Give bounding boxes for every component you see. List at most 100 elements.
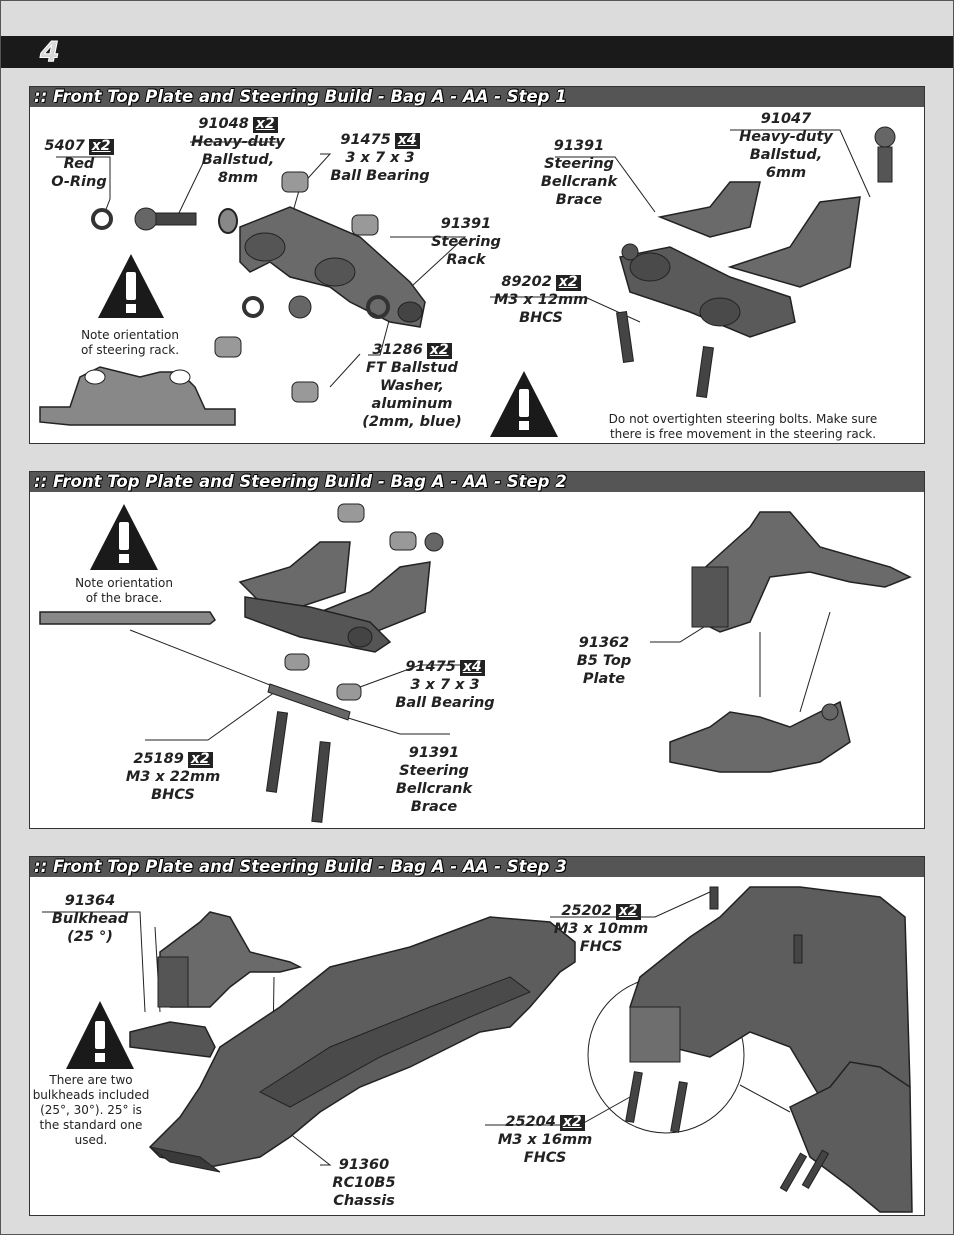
- part-desc: FT Ballstud: [366, 360, 458, 376]
- quantity-badge: x4: [459, 660, 485, 676]
- part-desc: Ball Bearing: [395, 695, 495, 711]
- bearing-part: [389, 531, 417, 551]
- part-desc: O-Ring: [51, 174, 107, 190]
- screw-part: [709, 886, 719, 910]
- quantity-badge: x2: [187, 752, 213, 768]
- note-rack-orientation: Note orientation of steering rack.: [80, 328, 180, 357]
- part-label-91391-rack: 91391 Steering Rack: [426, 215, 506, 269]
- part-number: 91475: [405, 659, 456, 675]
- bearing-part: [284, 653, 310, 671]
- part-desc: Ballstud,: [749, 147, 823, 163]
- part-number: 91475: [340, 132, 391, 148]
- part-label-91391-brace: 91391 Steering Bellcrank Brace: [534, 137, 624, 209]
- screw-part: [625, 1071, 643, 1123]
- quantity-badge: x2: [559, 1115, 585, 1131]
- washer-part: [242, 296, 264, 318]
- screw-part: [793, 934, 803, 964]
- part-desc: Steering: [431, 234, 501, 250]
- part-number: 91391: [408, 745, 460, 761]
- step-1-header: [30, 87, 924, 107]
- warning-icon: [98, 254, 164, 318]
- part-desc: Chassis: [333, 1193, 395, 1209]
- part-desc: aluminum: [371, 396, 453, 412]
- step-2-diagram: [39, 503, 912, 823]
- part-desc: Bellcrank: [395, 781, 473, 797]
- quantity-badge: x2: [555, 275, 581, 291]
- part-desc: Steering: [399, 763, 469, 779]
- bearing-part: [214, 336, 242, 358]
- step-1-diagram: [39, 126, 896, 426]
- quantity-badge: x2: [88, 139, 114, 155]
- part-desc: Washer,: [379, 378, 445, 394]
- part-desc: RC10B5: [332, 1175, 396, 1191]
- bellcrank-assembly-part: [616, 126, 896, 399]
- screw-part: [265, 711, 289, 793]
- part-number: 91047: [760, 111, 812, 127]
- part-desc: Plate: [582, 671, 626, 687]
- part-number: 31286: [372, 342, 423, 358]
- bearing-part: [351, 214, 379, 236]
- screw-part: [779, 1152, 808, 1193]
- note-bulkheads: There are two bulkheads included (25°, 3…: [32, 1073, 150, 1147]
- step-2-title: :: Front Top Plate and Steering Build - …: [34, 472, 567, 491]
- part-desc: 6mm: [765, 165, 807, 181]
- rack-orientation-view: [39, 366, 236, 426]
- part-desc: FHCS: [579, 939, 623, 955]
- part-desc: 3 x 7 x 3: [410, 677, 480, 693]
- bearing-part: [291, 381, 319, 403]
- part-desc: Ballstud,: [201, 152, 275, 168]
- step-3-diagram: [42, 886, 913, 1213]
- ballstud-8mm-part: [134, 207, 197, 231]
- step-3-header: [30, 857, 924, 877]
- bearing-part: [281, 171, 309, 193]
- screw-part: [670, 1081, 688, 1133]
- part-desc: 8mm: [217, 170, 259, 186]
- part-desc: (25 °): [67, 929, 113, 945]
- part-desc: Rack: [446, 252, 486, 268]
- part-label-91391-brace: 91391 Steering Bellcrank Brace: [390, 744, 478, 816]
- part-desc: M3 x 16mm: [497, 1132, 593, 1148]
- screw-part: [311, 741, 331, 823]
- part-desc: Heavy-duty: [191, 134, 285, 150]
- part-desc: M3 x 10mm: [553, 921, 649, 937]
- steering-brace-part: [267, 683, 351, 721]
- step-3-panel: :: Front Top Plate and Steering Build - …: [29, 856, 925, 1216]
- part-number: 91360: [338, 1157, 390, 1173]
- part-desc: (2mm, blue): [362, 414, 462, 430]
- step-2-header: [30, 472, 924, 492]
- screw-part: [801, 1149, 830, 1190]
- part-number: 91362: [578, 635, 630, 651]
- part-number: 5407: [44, 138, 85, 154]
- top-plate-part: [699, 511, 912, 633]
- brace-orientation-view: [39, 611, 216, 625]
- part-desc: BHCS: [151, 787, 195, 803]
- part-number: 91391: [553, 138, 605, 154]
- part-desc: Brace: [410, 799, 458, 815]
- step-1-panel: :: Front Top Plate and Steering Build - …: [29, 86, 925, 444]
- note-brace-orientation: Note orientation of the brace.: [75, 576, 173, 605]
- bearing-part: [336, 683, 362, 701]
- warning-icon: [490, 371, 558, 437]
- part-desc: Steering: [544, 156, 614, 172]
- note-overtighten: Do not overtighten steering bolts. Make …: [608, 412, 878, 441]
- part-desc: Brace: [555, 192, 603, 208]
- part-desc: FHCS: [523, 1150, 567, 1166]
- quantity-badge: x2: [426, 343, 452, 359]
- o-ring-part: [91, 208, 113, 230]
- step-2-panel: :: Front Top Plate and Steering Build - …: [29, 471, 925, 829]
- part-number: 25189: [133, 751, 184, 767]
- part-number: 91364: [64, 893, 116, 909]
- part-desc: Red: [63, 156, 95, 172]
- quantity-badge: x2: [615, 904, 641, 920]
- step-1-title: :: Front Top Plate and Steering Build - …: [34, 87, 567, 106]
- part-desc: Bellcrank: [540, 174, 618, 190]
- part-desc: M3 x 12mm: [493, 292, 589, 308]
- part-desc: Ball Bearing: [330, 168, 430, 184]
- part-desc: Heavy-duty: [739, 129, 833, 145]
